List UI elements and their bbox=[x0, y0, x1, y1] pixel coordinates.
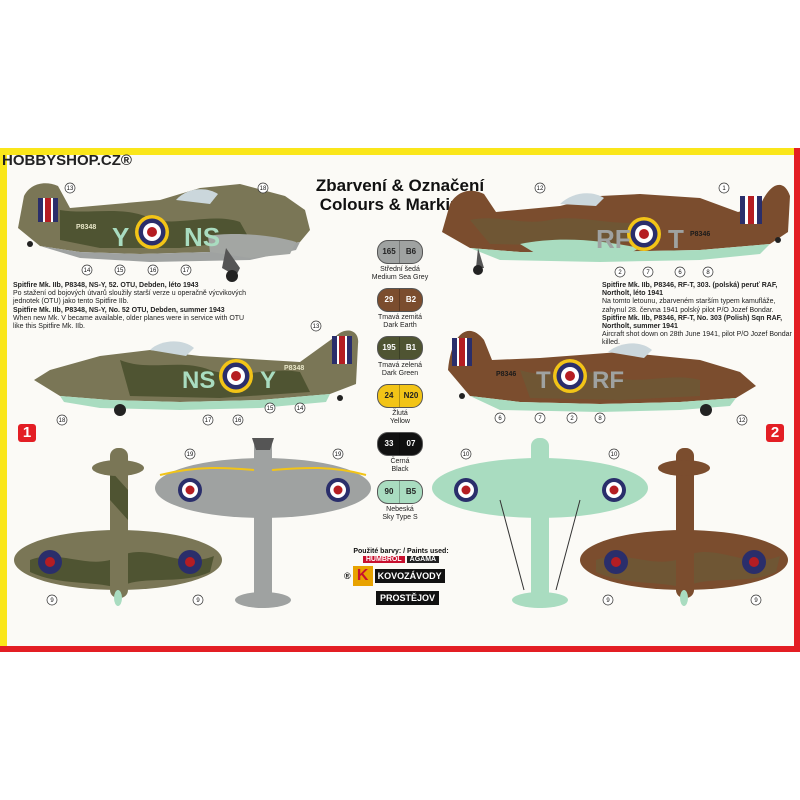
scheme1-serial-top: P8348 bbox=[76, 224, 96, 231]
callout-number: 2 bbox=[570, 416, 574, 422]
kovozavody-text: KOVOZÁVODY bbox=[374, 569, 445, 583]
callout-number: 10 bbox=[611, 452, 618, 458]
callout-number: 8 bbox=[706, 270, 710, 276]
callout-number: 18 bbox=[260, 186, 267, 192]
scheme1-desc-en-title: Spitfire Mk. IIb, P8348, NS-Y, No. 52 OT… bbox=[13, 306, 225, 314]
scheme1-desc-cz-title: Spitfire Mk. IIb, P8348, NS-Y, 52. OTU, … bbox=[13, 282, 199, 289]
callout-number: 12 bbox=[537, 186, 544, 192]
callout-number: 9 bbox=[196, 598, 200, 604]
frame-yellow-left bbox=[0, 148, 7, 652]
page-title-cz: Zbarvení & Označení bbox=[315, 176, 485, 195]
agama-logo: AGAMA bbox=[406, 556, 440, 563]
humbrol-logo: HUMBROL bbox=[362, 556, 405, 563]
scheme1-plan-bottom bbox=[155, 438, 371, 608]
callout-number: 7 bbox=[538, 416, 542, 422]
scheme1-profile-port bbox=[18, 183, 310, 282]
scheme1-badge: 1 bbox=[18, 424, 36, 442]
page-title-en: Colours & Markings bbox=[319, 195, 481, 214]
callout-number: 14 bbox=[297, 406, 304, 412]
frame-red-right bbox=[794, 148, 800, 652]
scheme1-description: Spitfire Mk. IIb, P8348, NS-Y, 52. OTU, … bbox=[13, 282, 248, 331]
callout-number: 7 bbox=[646, 270, 650, 276]
watermark: HOBBYSHOP.CZ® bbox=[2, 152, 132, 169]
callout-number: 17 bbox=[183, 268, 190, 274]
scheme1-code-left-top: Y bbox=[112, 222, 129, 252]
scheme1-serial-bottom: P8348 bbox=[284, 365, 304, 372]
scheme1-code-right-top: NS bbox=[184, 222, 220, 252]
callout-number: 14 bbox=[84, 268, 91, 274]
scheme2-serial-top: P8346 bbox=[690, 231, 710, 238]
scheme1-code-left-bottom: Y bbox=[260, 367, 276, 394]
scheme2-profile-port bbox=[442, 184, 790, 275]
scheme1-plan-top bbox=[14, 448, 222, 606]
callout-number: 13 bbox=[67, 186, 74, 192]
callout-number: 1 bbox=[722, 186, 726, 192]
scheme2-desc-cz-title: Spitfire Mk. IIb, P8346, RF-T, 303. (pol… bbox=[602, 282, 778, 298]
callout-number: 8 bbox=[598, 416, 602, 422]
scheme1-desc-en-body: When new Mk. V became available, older p… bbox=[13, 314, 245, 331]
scheme2-plan-top bbox=[580, 448, 788, 606]
scheme2-serial-bottom: P8346 bbox=[496, 371, 516, 378]
scheme1-profile-starboard bbox=[34, 330, 359, 416]
scheme1-desc-cz-body: Po stažení od bojových útvarů sloužily s… bbox=[13, 290, 247, 306]
scheme2-profile-starboard bbox=[448, 330, 756, 416]
callout-number: 6 bbox=[498, 416, 502, 422]
prostejov-text: PROSTĚJOV bbox=[376, 591, 440, 605]
paints-used-label: Použité barvy: / Paints used: bbox=[353, 548, 449, 555]
scheme2-desc-en-title: Spitfire Mk. IIb, P8346, RF-T, No. 303 (… bbox=[602, 314, 783, 331]
scheme2-code-right-bottom: T bbox=[536, 367, 551, 394]
callout-markers bbox=[46, 182, 762, 606]
frame-red-bottom bbox=[0, 646, 800, 652]
callout-number: 9 bbox=[606, 598, 610, 604]
scheme1-code-right-bottom: NS bbox=[182, 367, 215, 394]
callout-number: 16 bbox=[235, 418, 242, 424]
scheme2-code-left-top: RF bbox=[596, 224, 631, 254]
callout-number: 6 bbox=[678, 270, 682, 276]
scheme2-description: Spitfire Mk. IIb, P8346, RF-T, 303. (pol… bbox=[602, 282, 794, 348]
callout-number: 18 bbox=[59, 418, 66, 424]
callout-number: 19 bbox=[335, 452, 342, 458]
callout-number: 16 bbox=[150, 268, 157, 274]
scheme2-plan-bottom bbox=[432, 438, 648, 608]
kk-logo-icon: K bbox=[352, 566, 373, 586]
scheme2-desc-cz-body: Na tomto letounu, zbarveném starším type… bbox=[602, 298, 776, 314]
callout-number: 17 bbox=[205, 418, 212, 424]
callout-number: 9 bbox=[50, 598, 54, 604]
scheme2-desc-en-body: Aircraft shot down on 28th June 1941, pi… bbox=[602, 331, 792, 347]
callout-number: 9 bbox=[754, 598, 758, 604]
paints-used-block: Použité barvy: / Paints used: HUMBROL AG… bbox=[344, 548, 458, 620]
scheme2-code-right-top: T bbox=[668, 224, 684, 254]
frame-yellow-top bbox=[0, 148, 800, 155]
registered-mark: ® bbox=[344, 571, 351, 581]
scheme2-code-left-bottom: RF bbox=[592, 367, 624, 394]
callout-number: 10 bbox=[463, 452, 470, 458]
callout-number: 15 bbox=[267, 406, 274, 412]
callout-number: 12 bbox=[739, 418, 746, 424]
callout-number: 19 bbox=[187, 452, 194, 458]
scheme2-badge: 2 bbox=[766, 424, 784, 442]
callout-number: 15 bbox=[117, 268, 124, 274]
callout-number: 13 bbox=[313, 324, 320, 330]
callout-number: 2 bbox=[618, 270, 622, 276]
